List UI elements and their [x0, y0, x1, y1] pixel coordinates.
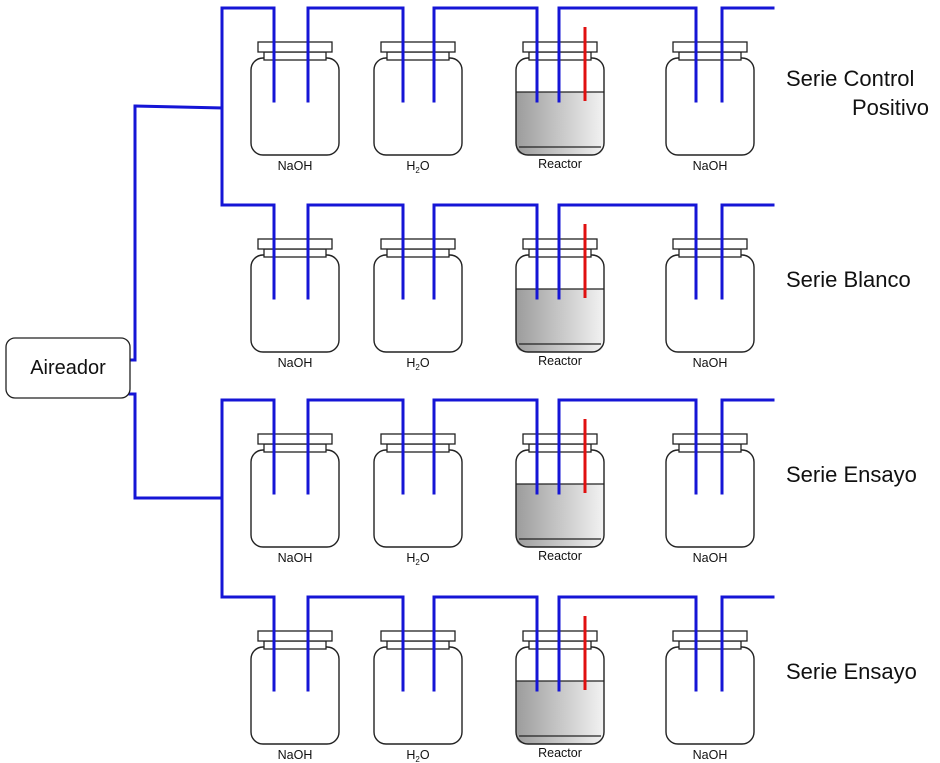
bottle-label-main: H	[406, 551, 415, 565]
series-row: NaOH H2O Reactor NaOH Serie Ensayo	[220, 595, 917, 763]
bottle: H2O	[373, 433, 463, 567]
series-row: NaOH H2O Reactor NaOH Serie Blanco	[220, 203, 911, 372]
bottle: H2O	[373, 41, 463, 175]
bottle-label-main: H	[406, 159, 415, 173]
bottle-label-tail: O	[420, 748, 430, 762]
row-tubing	[220, 203, 775, 300]
bottle-cap	[380, 41, 456, 53]
bottle: H2O	[373, 238, 463, 372]
bottle: NaOH	[250, 238, 340, 370]
bottle-body	[250, 57, 340, 156]
bottle-neck	[678, 443, 742, 453]
bottle-cap	[257, 238, 333, 250]
aerator-box[interactable]: Aireador	[5, 337, 131, 399]
bottle-body	[665, 449, 755, 548]
bottle: NaOH	[665, 238, 755, 370]
series-name: Serie Blanco	[786, 267, 911, 292]
bottle-label: H2O	[406, 748, 429, 763]
reactor-liquid	[516, 92, 604, 155]
bottle-label-sub: 2	[415, 755, 420, 763]
bottle-label-tail: O	[420, 356, 430, 370]
bottle: NaOH	[250, 433, 340, 565]
reactor-liquid	[516, 484, 604, 547]
bottle-label: NaOH	[278, 159, 313, 173]
bottle-neck	[386, 248, 450, 258]
trunk-upper-link	[133, 104, 224, 110]
series-row: NaOH H2O Reactor NaOH Serie Ensayo	[220, 398, 917, 567]
bottle-neck	[386, 443, 450, 453]
bottle-body	[250, 449, 340, 548]
bottle-cap	[380, 433, 456, 445]
bottle-label-sub: 2	[415, 558, 420, 567]
bottle-body	[373, 449, 463, 548]
row-tubing	[220, 398, 775, 495]
row-tubing	[220, 6, 775, 103]
bottle-body	[373, 254, 463, 353]
bottle: NaOH	[665, 41, 755, 173]
bottle: NaOH	[250, 630, 340, 762]
bottle-label: NaOH	[693, 551, 728, 565]
reactor-liquid	[516, 681, 604, 744]
bottle-body	[665, 646, 755, 745]
reactor-liquid	[516, 289, 604, 352]
bottle-label-tail: O	[420, 551, 430, 565]
bottle-cap	[672, 630, 748, 642]
bottle-label-main: H	[406, 356, 415, 370]
bottle: NaOH	[665, 630, 755, 762]
bottle-label: H2O	[406, 551, 429, 567]
bottle-label: NaOH	[278, 551, 313, 565]
bottle-cap	[380, 630, 456, 642]
bottle-neck	[678, 248, 742, 258]
bottle-label: NaOH	[693, 356, 728, 370]
bottle-label: Reactor	[538, 746, 582, 760]
bottle-body	[250, 254, 340, 353]
bottle-label-tail: O	[420, 159, 430, 173]
bottle-cap	[672, 433, 748, 445]
bottle: NaOH	[250, 41, 340, 173]
bottle-label: Reactor	[538, 157, 582, 171]
bottle: H2O	[373, 630, 463, 763]
bottle-body	[373, 57, 463, 156]
bottle-label: H2O	[406, 159, 429, 175]
bottle-body	[665, 57, 755, 156]
bottle-cap	[257, 630, 333, 642]
bottle-body	[250, 646, 340, 745]
bottle-cap	[257, 41, 333, 53]
bottle-neck	[386, 51, 450, 61]
main-air-line	[128, 6, 224, 599]
bottle-label: Reactor	[538, 354, 582, 368]
bottle: NaOH	[665, 433, 755, 565]
bottle-label: NaOH	[693, 748, 728, 762]
bottle-neck	[678, 51, 742, 61]
bottle-cap	[380, 238, 456, 250]
bottle-label-main: H	[406, 748, 415, 762]
series-name: Serie Ensayo	[786, 659, 917, 684]
row-tubing	[220, 595, 775, 692]
bottle-label: NaOH	[693, 159, 728, 173]
series-name: Serie Control	[786, 66, 914, 91]
bottle-label-sub: 2	[415, 363, 420, 372]
bottle-cap	[257, 433, 333, 445]
bottle-cap	[672, 41, 748, 53]
bottle-cap	[672, 238, 748, 250]
aerator-box-frame	[5, 337, 131, 399]
bottle-body	[373, 646, 463, 745]
bottle-label: NaOH	[278, 356, 313, 370]
bottle-body	[665, 254, 755, 353]
bottle-label: NaOH	[278, 748, 313, 762]
bottle-label: Reactor	[538, 549, 582, 563]
bottle-neck	[386, 640, 450, 650]
series-name-cont: Positivo	[852, 95, 929, 120]
series-name: Serie Ensayo	[786, 462, 917, 487]
bottle-label-sub: 2	[415, 166, 420, 175]
aerator-label: Aireador	[30, 357, 106, 379]
bottle-neck	[678, 640, 742, 650]
bottle-label: H2O	[406, 356, 429, 372]
